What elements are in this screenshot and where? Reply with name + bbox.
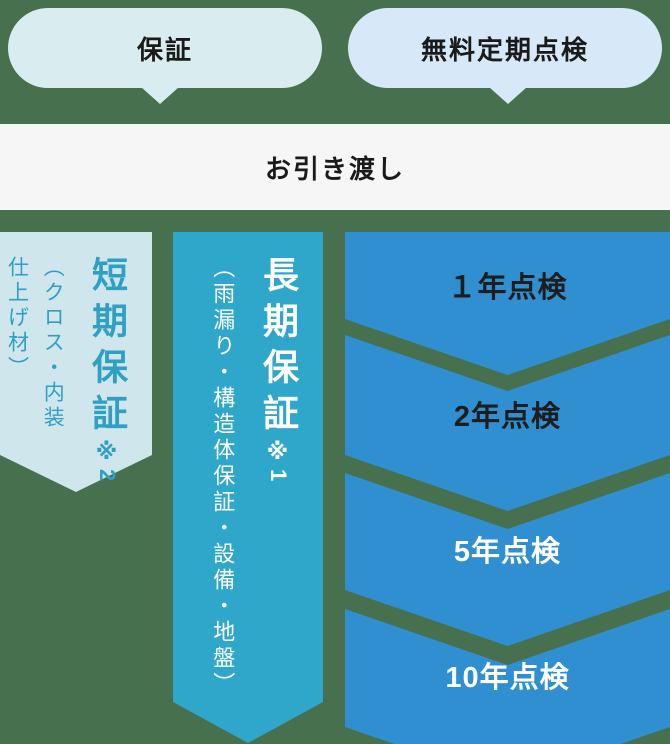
long-term-note: ※1 — [266, 440, 291, 486]
long-term-detail: （雨漏り・構造体保証・設備・地盤） — [210, 256, 236, 698]
short-term-column-shape — [0, 232, 152, 492]
handover-bar-label: お引き渡し — [264, 153, 405, 184]
inspection-chevron-2 — [345, 335, 670, 511]
short-term-title-text: 短期保証 — [87, 256, 128, 440]
warranty-bubble: 保証 — [8, 8, 322, 88]
inspection-chevron-3 — [345, 473, 670, 646]
long-term-title-text: 長期保証 — [258, 256, 299, 440]
inspection-label-2year: 2年点検 — [453, 401, 562, 433]
short-term-column-text: 短期保証※2 （クロス・内装 仕上げ材） — [0, 232, 152, 490]
warranty-bubble-label: 保証 — [136, 34, 193, 65]
warranty-bubble-tail-icon — [141, 87, 179, 104]
inspection-label-1year: １年点検 — [447, 272, 568, 304]
handover-bar: お引き渡し — [0, 124, 670, 210]
inspection-label-10year: 10年点検 — [445, 662, 570, 694]
inspection-bubble-tail-icon — [489, 87, 527, 104]
long-term-column-shape — [173, 232, 323, 743]
inspection-label-5year: 5年点検 — [453, 536, 562, 568]
long-term-title: 長期保証※1 — [254, 256, 301, 732]
short-term-title: 短期保証※2 — [83, 256, 130, 490]
short-term-note: ※2 — [95, 440, 120, 486]
short-term-detail: （クロス・内装 仕上げ材） — [5, 256, 65, 431]
inspection-bubble-label: 無料定期点検 — [420, 34, 589, 65]
inspection-chevron-4 — [345, 609, 670, 744]
long-term-column-text: 長期保証※1 （雨漏り・構造体保証・設備・地盤） — [173, 232, 323, 732]
inspection-chevron-1 — [345, 232, 670, 375]
inspection-bubble: 無料定期点検 — [348, 8, 662, 88]
